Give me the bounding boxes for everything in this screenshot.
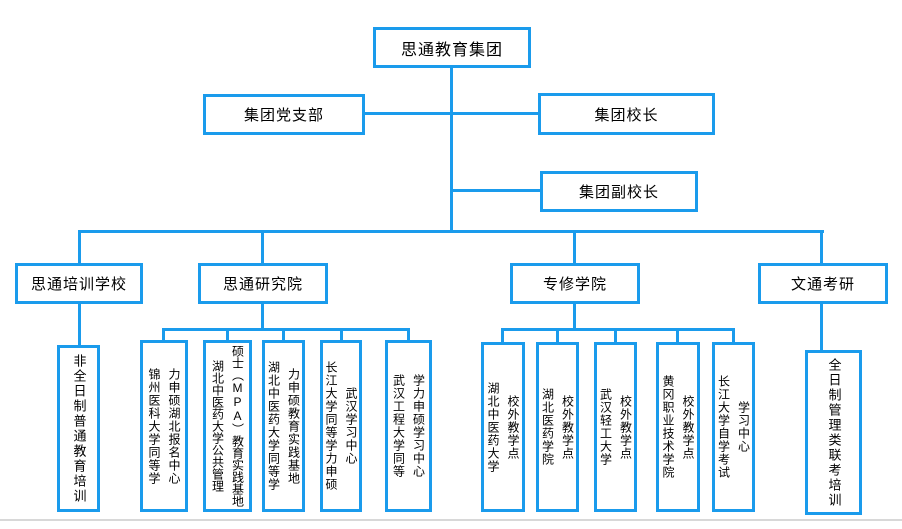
connector-line bbox=[226, 328, 229, 341]
org-leaf-box[interactable]: 湖北中医药大学 校外教学点 bbox=[481, 342, 525, 512]
connector-line bbox=[78, 230, 824, 233]
org-root-label: 思通教育集团 bbox=[400, 41, 503, 59]
org-leaf-label: 长江大学自学考试 学习中心 bbox=[716, 375, 751, 479]
connector-line bbox=[450, 189, 540, 192]
connector-line bbox=[501, 328, 504, 343]
org-leaf-box[interactable]: 全日制管理类联考培训 bbox=[805, 350, 862, 515]
org-leaf-label: 全日制管理类联考培训 bbox=[826, 357, 842, 508]
connector-line bbox=[282, 328, 285, 341]
org-branch-label: 专修学院 bbox=[542, 276, 607, 293]
org-root-box[interactable]: 思通教育集团 bbox=[373, 27, 531, 68]
org-branch-research-institute-box[interactable]: 思通研究院 bbox=[198, 263, 328, 304]
org-branch-wentong-kaoyan-box[interactable]: 文通考研 bbox=[758, 263, 888, 304]
org-leaf-box[interactable]: 湖北中医药大学同等学 力申硕教育实践基地 bbox=[262, 340, 305, 512]
org-leaf-label: 武汉工程大学同等 学力申硕学习中心 bbox=[391, 374, 426, 478]
connector-line bbox=[676, 328, 679, 343]
org-principal-label: 集团校长 bbox=[594, 106, 659, 124]
connector-line bbox=[820, 230, 823, 265]
connector-line bbox=[261, 304, 264, 330]
org-leaf-box[interactable]: 湖北中医药大学公共管理 硕士（MPA）教育实践基地 bbox=[203, 340, 252, 512]
org-leaf-label: 非全日制普通教育培训 bbox=[71, 353, 87, 504]
connector-line bbox=[450, 68, 453, 233]
connector-line bbox=[162, 328, 165, 341]
connector-line bbox=[365, 112, 538, 115]
org-leaf-label: 湖北医药学院 校外教学点 bbox=[540, 388, 575, 466]
connector-line bbox=[820, 304, 823, 350]
connector-line bbox=[261, 230, 264, 265]
org-branch-label: 思通研究院 bbox=[222, 276, 303, 293]
org-vice-principal-box[interactable]: 集团副校长 bbox=[540, 171, 698, 212]
org-leaf-label: 湖北中医药大学公共管理 硕士（MPA）教育实践基地 bbox=[210, 345, 245, 507]
connector-line bbox=[556, 328, 559, 343]
org-leaf-box[interactable]: 非全日制普通教育培训 bbox=[57, 345, 100, 512]
page-edge-divider bbox=[0, 519, 902, 521]
org-leaf-box[interactable]: 武汉工程大学同等 学力申硕学习中心 bbox=[385, 340, 432, 512]
org-leaf-box[interactable]: 长江大学同等学力申硕 武汉学习中心 bbox=[320, 340, 362, 512]
org-branch-training-school-box[interactable]: 思通培训学校 bbox=[15, 263, 143, 304]
connector-line bbox=[340, 328, 343, 341]
connector-line bbox=[162, 328, 410, 331]
connector-line bbox=[573, 230, 576, 265]
org-party-branch-label: 集团党支部 bbox=[243, 107, 324, 124]
org-leaf-label: 黄冈职业技术学院 校外教学点 bbox=[661, 375, 695, 479]
org-leaf-box[interactable]: 锦州医科大学同等学 力申硕湖北报名中心 bbox=[140, 340, 188, 512]
connector-line bbox=[732, 328, 735, 343]
org-leaf-label: 湖北中医药大学同等学 力申硕教育实践基地 bbox=[266, 361, 301, 491]
connector-line bbox=[407, 328, 410, 341]
org-branch-label: 文通考研 bbox=[790, 276, 855, 293]
connector-line bbox=[614, 328, 617, 343]
org-leaf-box[interactable]: 黄冈职业技术学院 校外教学点 bbox=[656, 342, 700, 512]
connector-line bbox=[78, 304, 81, 346]
org-leaf-box[interactable]: 湖北医药学院 校外教学点 bbox=[536, 342, 579, 512]
org-leaf-label: 湖北中医药大学 校外教学点 bbox=[486, 381, 520, 473]
org-branch-label: 思通培训学校 bbox=[30, 276, 127, 293]
org-leaf-label: 长江大学同等学力申硕 武汉学习中心 bbox=[324, 361, 358, 491]
org-leaf-box[interactable]: 长江大学自学考试 学习中心 bbox=[712, 342, 755, 512]
org-branch-special-college-box[interactable]: 专修学院 bbox=[510, 263, 640, 304]
org-party-branch-box[interactable]: 集团党支部 bbox=[203, 94, 365, 135]
connector-line bbox=[573, 304, 576, 330]
org-leaf-box[interactable]: 武汉轻工大学 校外教学点 bbox=[594, 342, 637, 512]
connector-line bbox=[78, 230, 81, 265]
org-leaf-label: 锦州医科大学同等学 力申硕湖北报名中心 bbox=[147, 367, 181, 485]
org-principal-box[interactable]: 集团校长 bbox=[538, 93, 715, 135]
connector-line bbox=[501, 328, 735, 331]
org-vice-principal-label: 集团副校长 bbox=[578, 184, 659, 201]
org-leaf-label: 武汉轻工大学 校外教学点 bbox=[598, 388, 633, 466]
